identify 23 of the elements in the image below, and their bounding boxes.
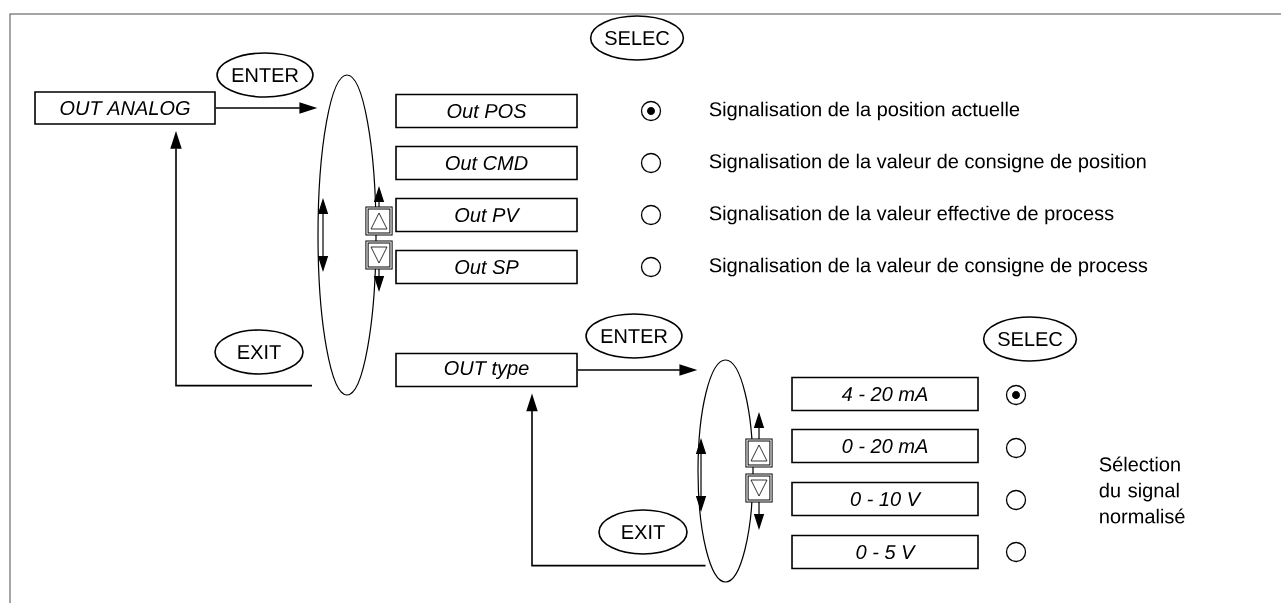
description-text: Signalisation de la valeur effective de process xyxy=(709,205,1114,225)
key-oval: SELEC xyxy=(982,316,1078,362)
menu-box: Out CMD xyxy=(395,145,578,181)
description-text: Signalisation de la position actuelle xyxy=(709,101,1020,121)
menu-box: 0 - 10 V xyxy=(791,481,979,517)
menu-box: OUT type xyxy=(395,352,578,388)
cycle-ellipse xyxy=(697,359,754,583)
cycle-ellipse xyxy=(317,74,377,396)
key-oval: ENTER xyxy=(216,52,314,98)
menu-box: 4 - 20 mA xyxy=(791,376,979,412)
description-text: Signalisation de la valeur de consigne de process xyxy=(709,257,1148,277)
menu-box: Out SP xyxy=(395,249,578,285)
menu-box: 0 - 20 mA xyxy=(791,428,979,464)
menu-box: OUT ANALOG xyxy=(34,91,216,125)
key-oval: ENTER xyxy=(585,313,683,359)
menu-box: 0 - 5 V xyxy=(791,534,979,570)
description-text: Signalisation de la valeur de consigne de position xyxy=(709,153,1146,173)
menu-box: Out PV xyxy=(395,197,578,233)
key-oval: EXIT xyxy=(598,509,688,555)
key-oval: SELEC xyxy=(589,15,685,61)
description-text: Sélection du signal normalisé xyxy=(1099,456,1185,524)
key-oval: EXIT xyxy=(214,329,304,375)
menu-box: Out POS xyxy=(395,93,578,129)
